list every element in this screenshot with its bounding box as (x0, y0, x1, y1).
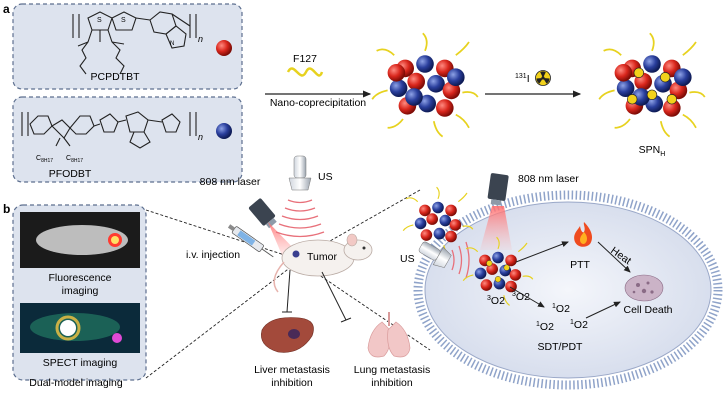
cell-death-icon (624, 274, 664, 302)
hotspot-core (111, 236, 119, 244)
pfodbt-subscript: n (198, 132, 203, 142)
ultrasound-waves-top (275, 199, 325, 238)
fire-icon (574, 222, 592, 247)
inhibition-lines (282, 269, 352, 323)
pcpdtbt-s1: S (97, 17, 102, 24)
spn-h-inside (462, 236, 534, 306)
oxygen-singlet-2: 1O2 (536, 321, 554, 333)
spn-h-label: SPNH (639, 144, 666, 158)
iodine-label: 131I (515, 73, 530, 85)
liver-label-2: inhibition (271, 377, 313, 389)
panel-a-label: a (3, 2, 10, 16)
spect-halo (55, 315, 81, 341)
pfodbt-name: PFODBT (49, 168, 92, 180)
dual-label: Dual-model imaging (29, 377, 123, 389)
oxygen-ground-label-2: 3O2 (512, 291, 530, 303)
pfodbt-box (12, 96, 243, 183)
panel-b: Fluorescence imaging SPECT imaging Dual-… (12, 155, 723, 390)
pcpdtbt-subscript: n (198, 34, 203, 44)
coprecipitation-label: Nano-coprecipitation (270, 97, 366, 109)
syringe-icon (227, 224, 274, 258)
panel-b-label: b (3, 202, 10, 216)
us-top-label: US (318, 171, 333, 183)
ptt-label: PTT (570, 259, 590, 271)
pcpdtbt-n: N (170, 41, 174, 47)
ultrasound-probe-icon-cell (418, 241, 452, 268)
laser-left-label: 808 nm laser (200, 176, 261, 188)
mouse-icon (273, 233, 373, 293)
fluorescence-label-2: imaging (62, 285, 99, 297)
spn-h-nanoparticle (598, 32, 706, 138)
liver-label-1: Liver metastasis (254, 364, 330, 376)
pcpdtbt-s2: S (121, 17, 126, 24)
pcpdtbt-box (12, 3, 243, 90)
spect-label: SPECT imaging (43, 357, 118, 369)
laser-beam-right (480, 206, 512, 250)
spect-hotspot-1 (60, 320, 76, 336)
mouse-silhouette (36, 225, 128, 255)
laser-icon-right (487, 173, 509, 206)
oxygen-singlet-3: 1O2 (570, 319, 588, 331)
oxygen-singlet-1: 1O2 (552, 303, 570, 315)
laser-right-label: 808 nm laser (518, 173, 579, 185)
lung-label-1: Lung metastasis (354, 364, 430, 376)
tumor-label: Tumor (307, 251, 337, 263)
fluorescence-label-1: Fluorescence (48, 272, 111, 284)
pfodbt-sub1: C8H17 (36, 155, 53, 164)
cell-arrows (509, 241, 631, 319)
tumor-cell (413, 190, 723, 390)
blue-polymer-dot (216, 123, 232, 139)
us-cell-label: US (400, 253, 415, 265)
spect-hotspot-2 (112, 333, 122, 343)
pcpdtbt-name: PCPDTBT (90, 71, 140, 83)
panel-a: S S N n PCPDTBT C8H17 C8H17 n PFODBT F12… (12, 3, 706, 183)
pfodbt-structure (21, 111, 197, 149)
red-polymer-dot (216, 40, 232, 56)
oxygen-ground-label: 3O2 (487, 295, 505, 307)
cell-death-label: Cell Death (623, 304, 672, 316)
sdt-pdt-label: SDT/PDT (538, 341, 584, 353)
f127-label: F127 (293, 53, 317, 65)
liver-metastasis (288, 329, 300, 339)
nanoparticle (371, 32, 479, 138)
laser-icon (248, 198, 277, 229)
ultrasound-probe-icon (288, 155, 312, 191)
pcpdtbt-structure (72, 11, 197, 75)
ultrasound-waves-cell (451, 241, 470, 279)
injection-label: i.v. injection (186, 249, 240, 261)
lung-label-2: inhibition (371, 377, 413, 389)
pfodbt-sub2: C8H17 (66, 155, 83, 164)
liver-icon (261, 317, 314, 353)
lungs-icon (367, 312, 411, 358)
f127-icon (286, 67, 324, 77)
radiation-icon (535, 70, 551, 86)
